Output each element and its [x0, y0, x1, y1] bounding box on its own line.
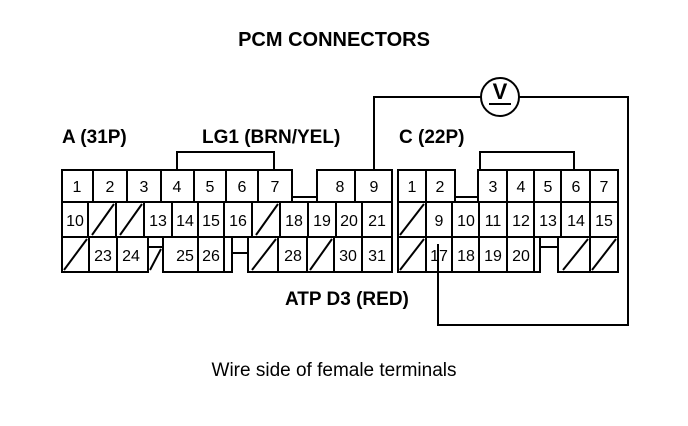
pin-a-10: 10: [66, 213, 84, 230]
pin-a-7: 7: [271, 179, 280, 196]
pin-a-31: 31: [368, 248, 386, 265]
pin-c-17: 17: [430, 248, 448, 265]
pin-c-7: 7: [600, 179, 609, 196]
pin-a-28: 28: [284, 248, 302, 265]
pin-c-13: 13: [539, 213, 557, 230]
connector-a-grid: [62, 170, 392, 272]
pin-a-18: 18: [285, 213, 303, 230]
voltmeter-symbol: V: [493, 79, 508, 104]
pin-a-30: 30: [339, 248, 357, 265]
pin-c-2: 2: [436, 179, 445, 196]
connector-a-pins: 1 2 3 4 5 6 7 8 9 10 13 14 15 16 18 19 2…: [66, 179, 386, 265]
wire-lg1-label: LG1 (BRN/YEL): [202, 127, 340, 148]
pin-c-9: 9: [435, 213, 444, 230]
pin-a-6: 6: [238, 179, 247, 196]
diagram-title: PCM CONNECTORS: [238, 29, 430, 51]
pin-c-10: 10: [457, 213, 475, 230]
pin-c-18: 18: [457, 248, 475, 265]
pin-c-14: 14: [567, 213, 585, 230]
pin-a-8: 8: [336, 179, 345, 196]
pin-a-21: 21: [368, 213, 386, 230]
pin-c-19: 19: [484, 248, 502, 265]
pin-a-25: 25: [176, 248, 194, 265]
pin-a-2: 2: [106, 179, 115, 196]
pin-c-1: 1: [408, 179, 417, 196]
pin-c-11: 11: [485, 213, 502, 230]
pin-a-23: 23: [94, 248, 112, 265]
pin-c-4: 4: [517, 179, 526, 196]
pin-a-15: 15: [202, 213, 220, 230]
connector-a-lock-tab: [176, 151, 275, 170]
connector-c-lock-tab: [479, 151, 575, 170]
pin-a-24: 24: [122, 248, 140, 265]
pin-c-6: 6: [572, 179, 581, 196]
pin-a-3: 3: [140, 179, 149, 196]
pin-c-5: 5: [544, 179, 553, 196]
pin-a-5: 5: [206, 179, 215, 196]
connector-c-grid: [398, 170, 618, 272]
pin-a-4: 4: [173, 179, 182, 196]
pin-a-13: 13: [149, 213, 167, 230]
pin-c-3: 3: [489, 179, 498, 196]
pin-c-20: 20: [512, 248, 530, 265]
pin-a-19: 19: [313, 213, 331, 230]
connector-c-label: C (22P): [399, 127, 464, 148]
pin-a-9: 9: [370, 179, 379, 196]
pin-a-14: 14: [176, 213, 194, 230]
pin-a-26: 26: [202, 248, 220, 265]
connector-c-unused-slashes: [399, 203, 617, 271]
voltmeter-lead-negative: [437, 96, 629, 326]
pin-a-20: 20: [340, 213, 358, 230]
wire-atp-label: ATP D3 (RED): [285, 289, 409, 310]
voltmeter-icon: [480, 77, 520, 117]
voltmeter-lead-positive: [373, 96, 481, 170]
pin-a-16: 16: [229, 213, 247, 230]
diagram-caption: Wire side of female terminals: [212, 360, 457, 381]
pin-a-1: 1: [73, 179, 82, 196]
connector-c-pins: 1 2 3 4 5 6 7 9 10 11 12 13 14 15 17 18 …: [408, 179, 613, 265]
connector-a-label: A (31P): [62, 127, 127, 148]
pin-c-12: 12: [512, 213, 530, 230]
pin-c-15: 15: [595, 213, 613, 230]
connector-a-unused-slashes: [63, 203, 333, 271]
